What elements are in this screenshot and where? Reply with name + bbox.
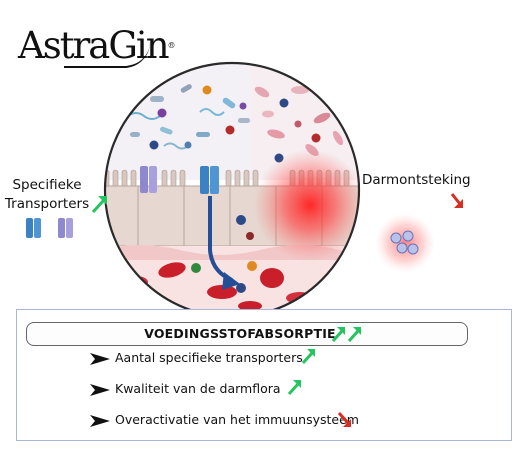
panel-item-immune-overactivation: Overactivatie van het immuunsysteem <box>115 412 359 427</box>
nutrient-absorption-panel <box>16 309 512 441</box>
up-arrow-icon <box>347 327 361 343</box>
down-arrow-icon <box>337 411 351 427</box>
title-up-arrows <box>331 327 361 343</box>
inflamed-cell-icon <box>375 213 435 273</box>
up-arrow-icon <box>301 349 315 365</box>
specific-transporters-label: Specifieke Transporters <box>4 176 90 214</box>
transporter-icon <box>200 166 219 194</box>
chevron-right-icon <box>90 384 110 396</box>
logo-swoosh <box>64 42 150 68</box>
transporter-icon <box>26 218 41 238</box>
intestinal-inflammation-label: Darmontsteking <box>362 172 471 188</box>
transporter-icon <box>58 218 73 238</box>
magnifier-circle <box>103 61 361 310</box>
up-arrow-icon <box>331 327 345 343</box>
inflammation-glow <box>254 149 359 261</box>
up-arrow-icon <box>91 196 107 214</box>
nutrient-blue <box>236 283 246 293</box>
specific-transporters-line1: Specifieke <box>12 177 82 193</box>
intestine-illustration <box>26 61 463 310</box>
panel-item-transporters: Aantal specifieke transporters <box>115 350 303 365</box>
intestine-cross-section <box>105 63 359 310</box>
nutrient-orange <box>247 261 257 271</box>
panel-title: VOEDINGSSTOFABSORPTIE <box>144 326 336 341</box>
specific-transporters-line2: Transporters <box>4 196 90 212</box>
chevron-right-icon <box>90 353 110 365</box>
panel-item-gut-flora: Kwaliteit van de darmflora <box>115 381 281 396</box>
logo-registered-mark: ® <box>167 41 176 50</box>
up-arrow-icon <box>287 380 301 396</box>
panel-title-banner <box>26 322 468 346</box>
transporter-icon <box>140 166 157 193</box>
nutrient-green <box>191 263 201 273</box>
down-arrow-icon <box>450 193 463 208</box>
chevron-right-icon <box>90 415 110 427</box>
nutrient-in-cell <box>236 215 246 225</box>
